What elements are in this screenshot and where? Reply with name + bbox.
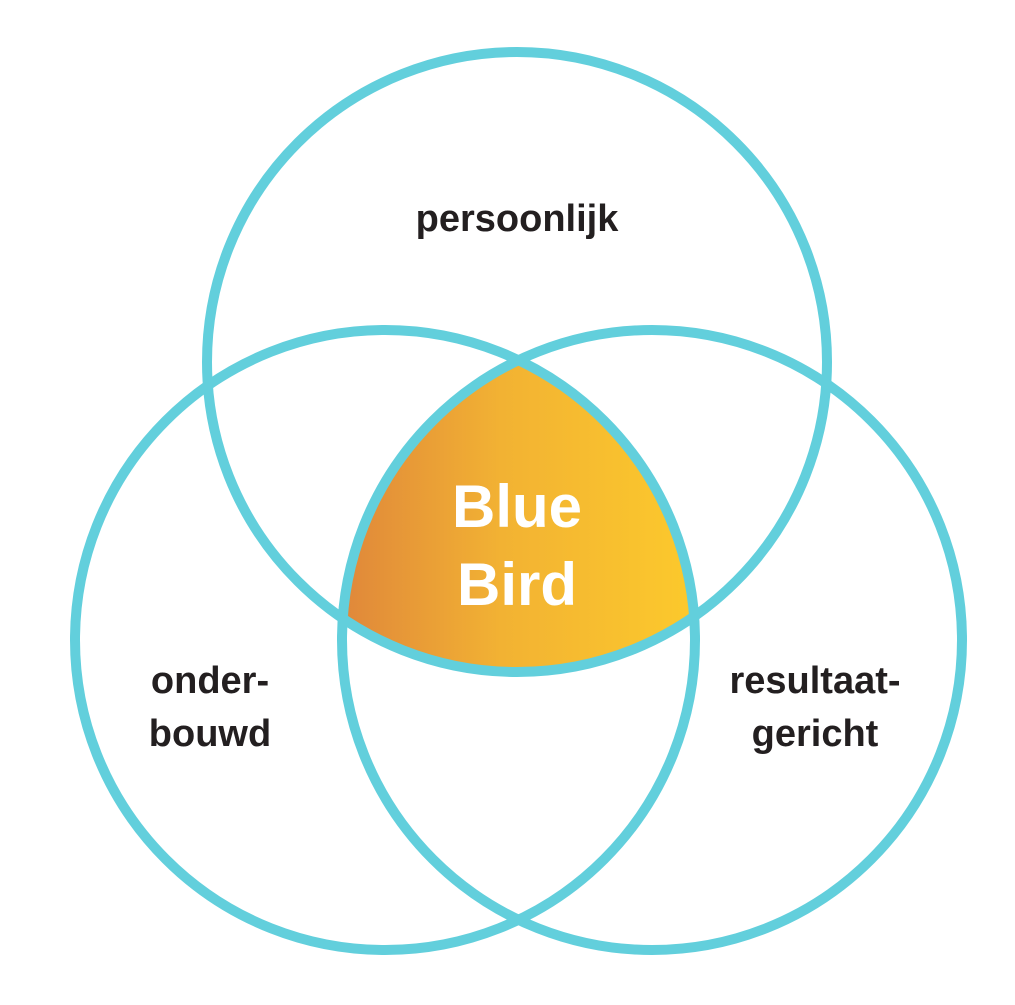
center-label-line1: Blue — [452, 473, 582, 540]
circle-left — [70, 325, 700, 955]
label-left-line1: onder- — [151, 660, 269, 702]
label-top: persoonlijk — [416, 198, 620, 240]
circle-right — [337, 325, 967, 955]
center-label-line2: Bird — [457, 551, 577, 618]
label-right-line2: gericht — [752, 713, 879, 755]
label-right-line1: resultaat- — [729, 660, 900, 702]
label-left-line2: bouwd — [149, 713, 271, 755]
circle-top — [202, 47, 832, 677]
